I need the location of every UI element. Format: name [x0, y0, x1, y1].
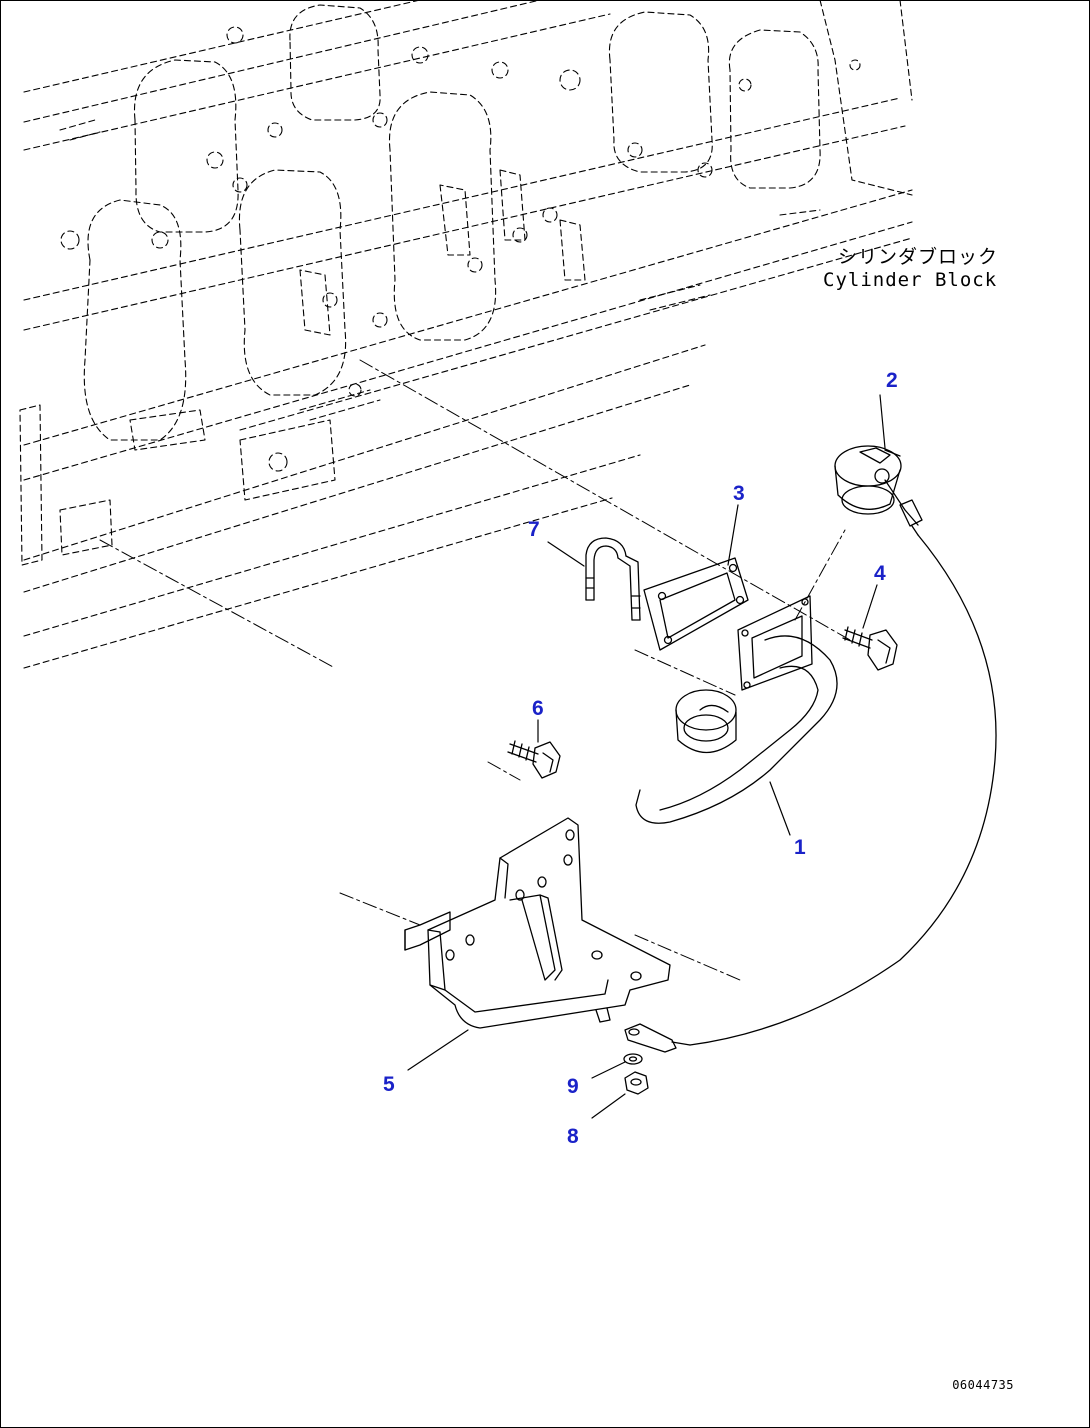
u-bolt-part-7 [585, 537, 641, 621]
bracket-part-5 [404, 817, 671, 1029]
callout-part-9[interactable]: 9 [567, 1075, 579, 1098]
ground-cable [689, 534, 997, 1046]
projection-lines [99, 359, 851, 981]
leader-lines [407, 394, 886, 1119]
washer-part-9 [623, 1023, 691, 1065]
callout-part-7[interactable]: 7 [528, 518, 540, 541]
gasket-part-3 [643, 557, 749, 651]
cylinder-block-label: Cylinder Block [823, 269, 998, 291]
bolt-part-4 [842, 626, 898, 671]
breather-cap-part-2 [834, 445, 923, 536]
elbow-pipe-part-1 [635, 595, 838, 824]
callout-part-6[interactable]: 6 [532, 697, 544, 720]
callout-part-3[interactable]: 3 [733, 482, 745, 505]
callout-part-2[interactable]: 2 [886, 369, 898, 392]
callout-part-4[interactable]: 4 [874, 562, 886, 585]
figure-number: 06044735 [952, 1378, 1014, 1392]
cylinder-block-drawing [19, 0, 913, 669]
callout-part-8[interactable]: 8 [567, 1125, 579, 1148]
nut-part-8 [624, 1071, 649, 1095]
cylinder-block-label-japanese: シリンダブロック [838, 246, 999, 268]
bolt-part-6 [507, 740, 561, 779]
callout-part-1[interactable]: 1 [794, 836, 806, 859]
callout-part-5[interactable]: 5 [383, 1073, 395, 1096]
